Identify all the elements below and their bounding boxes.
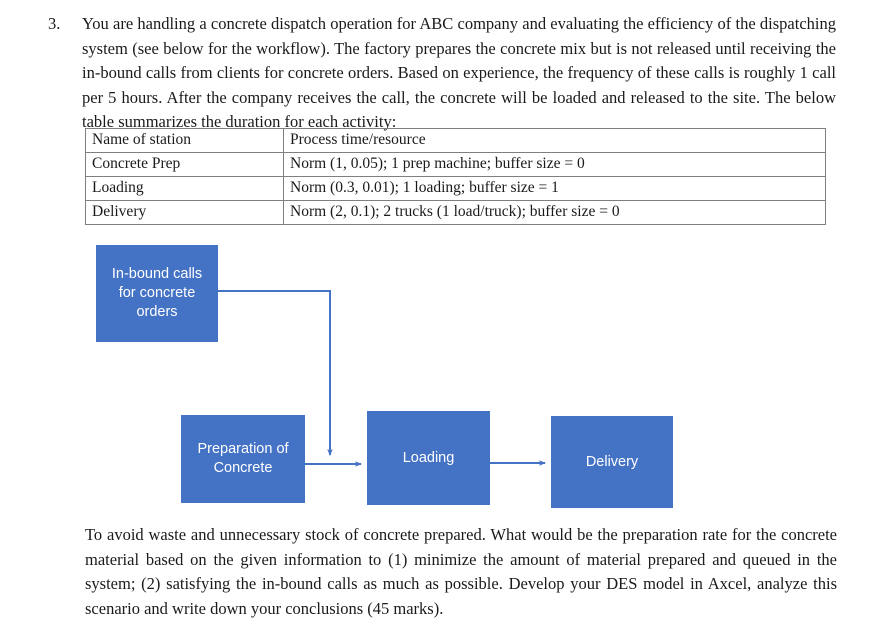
question-body: You are handling a concrete dispatch ope…: [82, 12, 836, 135]
table-row: Delivery Norm (2, 0.1); 2 trucks (1 load…: [85, 200, 826, 225]
diagram-node-loading: Loading: [367, 411, 490, 505]
table-cell-process: Norm (2, 0.1); 2 trucks (1 load/truck); …: [283, 200, 826, 225]
table-cell-station: Delivery: [85, 200, 284, 225]
table-cell-process: Norm (0.3, 0.01); 1 loading; buffer size…: [283, 176, 826, 201]
question-block: 3. You are handling a concrete dispatch …: [46, 12, 836, 135]
table-header-cell-station: Name of station: [85, 128, 284, 153]
table-header-row: Name of station Process time/resource: [85, 128, 826, 153]
table-header-cell-process: Process time/resource: [283, 128, 826, 153]
question-paragraph: You are handling a concrete dispatch ope…: [82, 14, 836, 131]
question-number: 3.: [48, 14, 61, 33]
table-row: Loading Norm (0.3, 0.01); 1 loading; buf…: [85, 176, 826, 201]
table-cell-process: Norm (1, 0.05); 1 prep machine; buffer s…: [283, 152, 826, 177]
diagram-node-delivery: Delivery: [551, 416, 673, 508]
connector-inbound-to-loading: [218, 290, 333, 456]
diagram-node-inbound-calls: In-bound calls for concrete orders: [96, 245, 218, 342]
table-cell-station: Concrete Prep: [85, 152, 284, 177]
diagram-node-preparation-of-concrete: Preparation of Concrete: [181, 415, 305, 503]
table-row: Concrete Prep Norm (1, 0.05); 1 prep mac…: [85, 152, 826, 177]
closing-paragraph: To avoid waste and unnecessary stock of …: [85, 525, 837, 618]
table-cell-station: Loading: [85, 176, 284, 201]
activity-duration-table: Name of station Process time/resource Co…: [85, 128, 826, 225]
